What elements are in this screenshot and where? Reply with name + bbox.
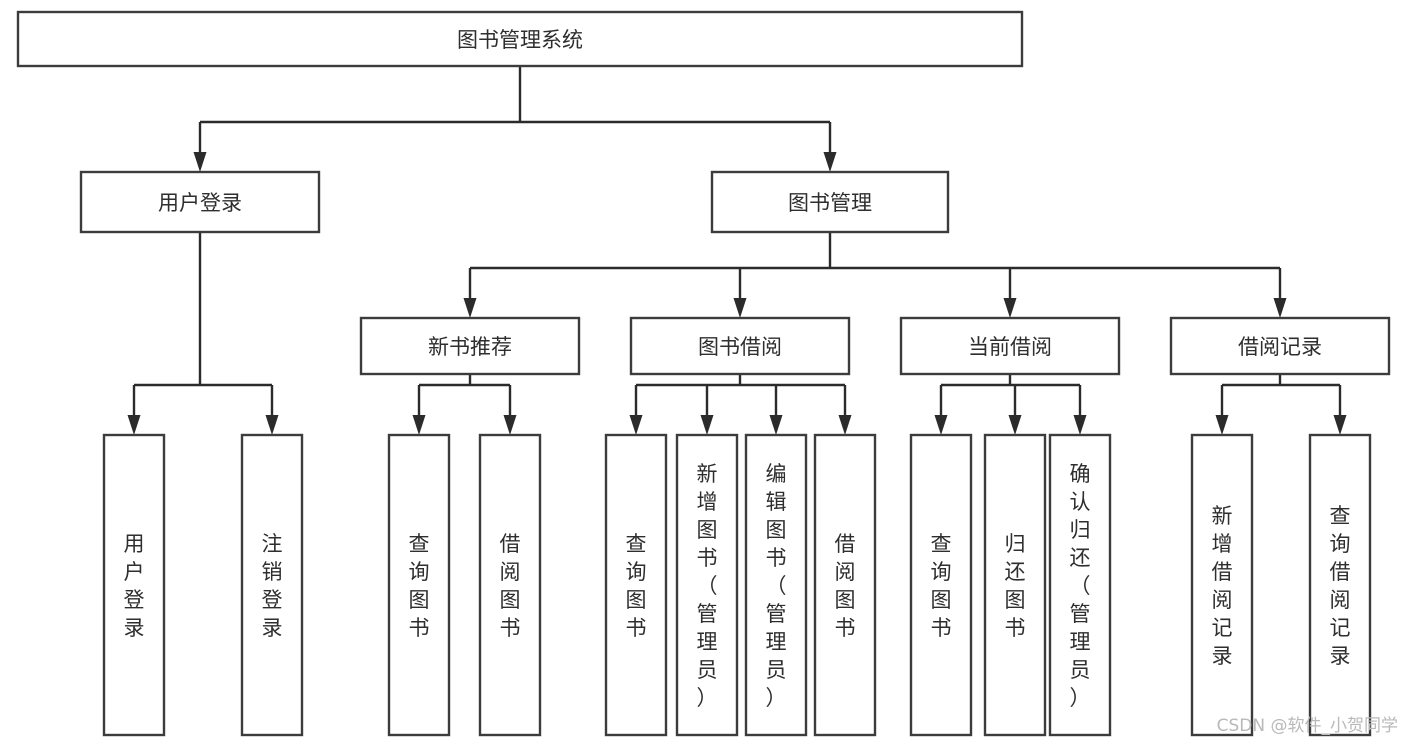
node-label: 查询图书	[931, 532, 952, 640]
node-label: 图书管理系统	[457, 28, 583, 52]
node-leaf-rec-borrow[interactable]: 借阅图书	[478, 433, 542, 737]
connector-group-l2_user	[127, 232, 279, 435]
arrow-head-icon	[412, 415, 426, 435]
node-box[interactable]	[675, 433, 739, 737]
node-box[interactable]	[604, 433, 668, 737]
node-label: 查询借阅记录	[1330, 504, 1351, 668]
node-label: 查询图书	[626, 532, 647, 640]
node-box[interactable]	[102, 433, 166, 737]
node-label: 借阅图书	[835, 532, 856, 640]
arrow-head-icon	[1003, 298, 1017, 318]
connector-group-l3_recommend	[412, 374, 517, 435]
arrow-head-icon	[823, 152, 837, 172]
arrow-head-icon	[629, 415, 643, 435]
node-leaf-bor-query[interactable]: 查询图书	[604, 433, 668, 737]
node-box[interactable]	[899, 316, 1121, 376]
node-leaf-user-login[interactable]: 用户登录	[102, 433, 166, 737]
node-l2-user[interactable]: 用户登录	[79, 170, 321, 234]
node-label: 新书推荐	[428, 335, 512, 359]
node-label: 借阅记录	[1238, 335, 1322, 359]
node-leaf-rcd-query[interactable]: 查询借阅记录	[1308, 433, 1372, 737]
node-label: 用户登录	[124, 532, 145, 640]
arrow-head-icon	[934, 415, 948, 435]
node-label: 注销登录	[262, 532, 283, 640]
node-box[interactable]	[359, 316, 581, 376]
arrow-head-icon	[265, 415, 279, 435]
arrow-head-icon	[463, 298, 477, 318]
node-leaf-rec-query[interactable]: 查询图书	[387, 433, 451, 737]
node-box[interactable]	[909, 433, 973, 737]
connector-layer	[127, 66, 1347, 435]
node-leaf-rcd-add[interactable]: 新增借阅记录	[1190, 433, 1254, 737]
node-box[interactable]	[629, 316, 851, 376]
arrow-head-icon	[733, 298, 747, 318]
node-root[interactable]: 图书管理系统	[16, 10, 1024, 68]
arrow-head-icon	[503, 415, 517, 435]
arrow-head-icon	[1333, 415, 1347, 435]
arrow-head-icon	[1273, 298, 1287, 318]
node-box[interactable]	[710, 170, 950, 234]
node-label: 确认归还（管理员）	[1070, 462, 1091, 710]
arrow-head-icon	[769, 415, 783, 435]
node-l3-recommend[interactable]: 新书推荐	[359, 316, 581, 376]
arrow-head-icon	[127, 415, 141, 435]
node-box[interactable]	[1048, 433, 1112, 737]
node-l3-record[interactable]: 借阅记录	[1169, 316, 1391, 376]
node-label: 新增图书（管理员）	[697, 462, 718, 710]
node-leaf-bor-add[interactable]: 新增图书（管理员）	[675, 433, 739, 737]
node-box[interactable]	[240, 433, 304, 737]
connector-group-l2_book	[463, 232, 1287, 318]
node-leaf-user-logout[interactable]: 注销登录	[240, 433, 304, 737]
arrow-head-icon	[1073, 415, 1087, 435]
node-label: 用户登录	[158, 191, 242, 215]
node-l3-current[interactable]: 当前借阅	[899, 316, 1121, 376]
node-box[interactable]	[744, 433, 808, 737]
node-box[interactable]	[1308, 433, 1372, 737]
node-box[interactable]	[983, 433, 1047, 737]
node-label: 图书借阅	[698, 335, 782, 359]
connector-group-l3_record	[1215, 374, 1347, 435]
node-leaf-bor-edit[interactable]: 编辑图书（管理员）	[744, 433, 808, 737]
connector-group-l3_borrow	[629, 374, 852, 435]
node-label: 图书管理	[788, 191, 872, 215]
arrow-head-icon	[193, 152, 207, 172]
arrow-head-icon	[838, 415, 852, 435]
node-box[interactable]	[387, 433, 451, 737]
node-leaf-cur-confirm[interactable]: 确认归还（管理员）	[1048, 433, 1112, 737]
node-l3-borrow[interactable]: 图书借阅	[629, 316, 851, 376]
connector-group-l3_current	[934, 374, 1087, 435]
node-label: 归还图书	[1005, 532, 1026, 640]
node-label: 编辑图书（管理员）	[766, 462, 787, 710]
node-box[interactable]	[79, 170, 321, 234]
node-box[interactable]	[1190, 433, 1254, 737]
node-box[interactable]	[813, 433, 877, 737]
node-l2-book[interactable]: 图书管理	[710, 170, 950, 234]
csdn-watermark: CSDN @软件_小贺同学	[1217, 716, 1398, 736]
node-label: 借阅图书	[500, 532, 521, 640]
node-label: 查询图书	[409, 532, 430, 640]
node-box[interactable]	[1169, 316, 1391, 376]
arrow-head-icon	[1215, 415, 1229, 435]
node-leaf-cur-return[interactable]: 归还图书	[983, 433, 1047, 737]
node-label: 新增借阅记录	[1212, 504, 1233, 668]
node-box[interactable]	[16, 10, 1024, 68]
arrow-head-icon	[1008, 415, 1022, 435]
arrow-head-icon	[700, 415, 714, 435]
connector-group-root	[193, 66, 837, 172]
node-label: 当前借阅	[968, 335, 1052, 359]
node-leaf-bor-lend[interactable]: 借阅图书	[813, 433, 877, 737]
node-leaf-cur-query[interactable]: 查询图书	[909, 433, 973, 737]
node-layer: 图书管理系统用户登录图书管理新书推荐图书借阅当前借阅借阅记录用户登录注销登录查询…	[16, 10, 1391, 737]
node-box[interactable]	[478, 433, 542, 737]
